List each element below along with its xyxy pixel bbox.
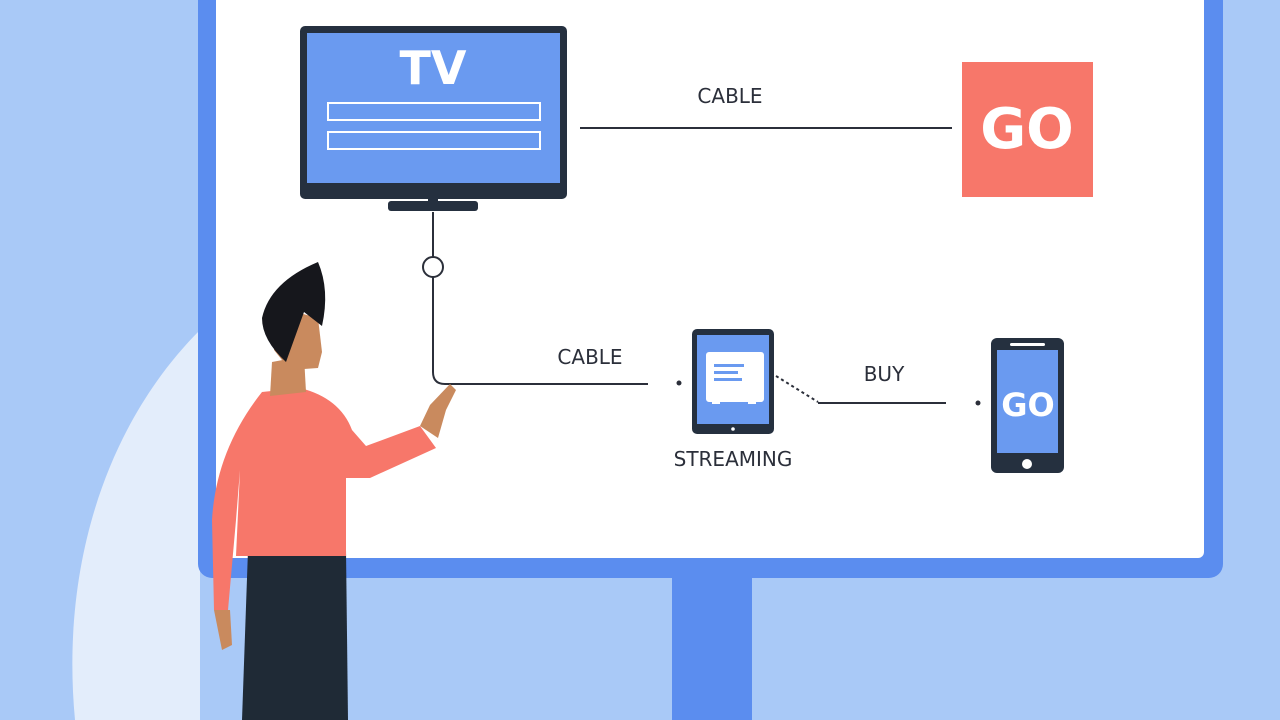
top-cable-label: CABLE (697, 84, 762, 108)
streaming-label: STREAMING (674, 447, 793, 471)
connection-node (422, 256, 444, 278)
tablet-icon (692, 329, 774, 434)
connection-dot (676, 380, 682, 386)
phone-go-text: GO (1001, 386, 1054, 424)
tv-title: TV (400, 41, 467, 95)
connection-dot (975, 400, 981, 406)
buy-label: BUY (864, 362, 905, 386)
connection-lines (432, 127, 952, 404)
go-tile (962, 62, 1093, 197)
go-tile-text: GO (980, 97, 1074, 162)
monitor-stand (672, 575, 752, 720)
smartphone-icon (991, 338, 1064, 473)
background-shape-right (1070, 560, 1280, 720)
person-pointing-icon (212, 262, 456, 720)
bottom-cable-label: CABLE (557, 345, 622, 369)
tv-icon (300, 26, 567, 211)
